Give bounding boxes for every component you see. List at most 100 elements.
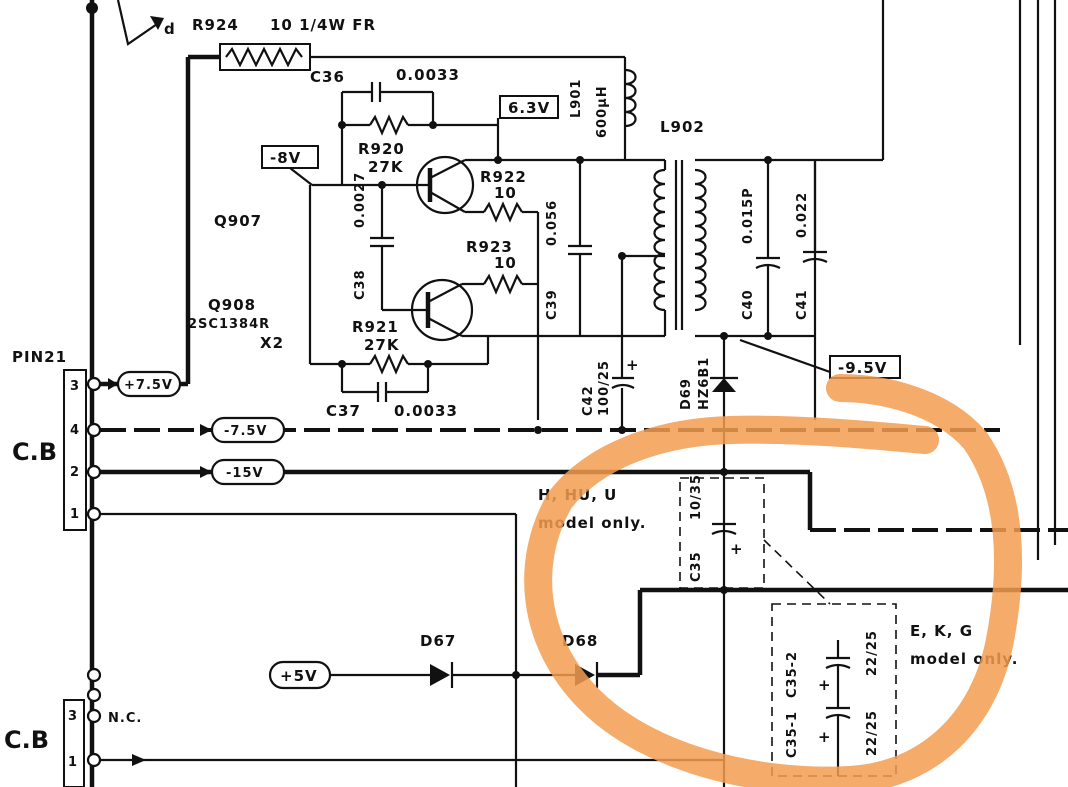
v6p3-box (499, 95, 559, 119)
l901-value: 600µH (595, 85, 610, 138)
r920-resistor (369, 114, 409, 136)
pin-terminal (86, 464, 102, 480)
junction (618, 426, 626, 434)
pin-label: 2 (70, 465, 80, 480)
c35-value: 10/35 (689, 474, 704, 520)
m15v-label: -15V (226, 466, 264, 481)
c35-12-box (771, 603, 897, 777)
l901-ref: L901 (569, 79, 584, 118)
c35-1-value: 22/25 (865, 710, 880, 756)
l901-coil (624, 68, 637, 128)
r920-ref: R920 (358, 140, 405, 158)
pin-terminal (86, 667, 102, 683)
r924-zigzag (225, 46, 303, 68)
q908-qty: X2 (260, 334, 284, 352)
p7v5-label: +7.5V (124, 378, 173, 393)
junction (512, 671, 520, 679)
arrow (200, 424, 212, 436)
c42-value: 100/25 (597, 360, 612, 416)
pin-label: 4 (70, 423, 80, 438)
r924-value: 10 1/4W FR (270, 16, 376, 34)
connector-title: PIN21 (12, 348, 67, 366)
pin-label: 1 (68, 755, 78, 770)
c40-value: 0.015P (741, 187, 756, 244)
r923-resistor (483, 273, 523, 295)
p5v-label: +5V (280, 667, 318, 685)
highlight-ring (524, 374, 1022, 787)
c37-value: 0.0033 (394, 402, 458, 420)
c35-2-ref: C35-2 (785, 651, 800, 698)
v6p3-label: 6.3V (508, 99, 550, 117)
c35-2-plus: + (818, 676, 832, 694)
pin-label: 1 (70, 507, 80, 522)
l902-secondary (694, 168, 707, 312)
c38-ref: C38 (353, 269, 368, 300)
d69-ref: D69 (679, 378, 694, 410)
pin-terminal (86, 422, 102, 438)
pin-terminal (86, 506, 102, 522)
r922-resistor (483, 201, 523, 223)
c35-1-plus: + (818, 728, 832, 746)
d-label: d (164, 20, 176, 38)
connector-body (63, 369, 87, 531)
junction (720, 468, 728, 476)
nc-label: N.C. (108, 711, 142, 726)
pin-label: 3 (70, 379, 80, 394)
pin-terminal (86, 708, 102, 724)
c35-box (679, 477, 765, 589)
c42-plate (611, 383, 635, 389)
c41-value: 0.022 (795, 192, 810, 238)
q907-label: Q907 (214, 212, 262, 230)
c35-plate (711, 529, 737, 535)
pin-label: 3 (68, 709, 78, 724)
c35-2-value: 22/25 (865, 630, 880, 676)
q908-part: 2SC1384R (188, 317, 270, 332)
q907-collector (429, 159, 466, 179)
wire (739, 338, 831, 374)
c42-plus: + (626, 356, 640, 374)
m7v5-label: -7.5V (224, 424, 268, 439)
pin-terminal (86, 752, 102, 768)
q908-collector (427, 283, 463, 303)
r924-ref: R924 (192, 16, 239, 34)
connector-bottom-body (63, 699, 85, 787)
r921-ref: R921 (352, 318, 399, 336)
d69-part: HZ6B1 (697, 357, 712, 410)
r920-value: 27K (368, 158, 404, 176)
connector-bottom-label: C.B (4, 726, 49, 754)
p5v-pill (268, 660, 332, 690)
l902-primary (653, 168, 666, 312)
arrow (200, 466, 212, 478)
r922-ref: R922 (480, 168, 527, 186)
c35-ref: C35 (689, 551, 704, 582)
c38-value: 0.0027 (353, 172, 368, 228)
m9v5-label: -9.5V (838, 359, 887, 377)
bus-junction (86, 2, 98, 14)
c39-ref: C39 (545, 289, 560, 320)
c41-ref: C41 (795, 289, 810, 320)
junction (429, 121, 437, 129)
arrow (108, 378, 118, 390)
c40-ref: C40 (741, 289, 756, 320)
c41-plate (802, 257, 828, 263)
d69-diode (712, 378, 736, 392)
c35-plus: + (730, 540, 744, 558)
wire (763, 539, 831, 605)
m8v-label: -8V (270, 149, 301, 167)
c36-value: 0.0033 (396, 66, 460, 84)
c35-2-plate (825, 663, 851, 669)
r921-resistor (369, 353, 409, 375)
d67-label: D67 (420, 632, 456, 650)
connector-group-label: C.B (12, 438, 57, 466)
c35-1-ref: C35-1 (785, 711, 800, 758)
d-arrow-head (150, 16, 164, 30)
r922-value: 10 (494, 184, 517, 202)
note-e-models: E, K, G (910, 622, 973, 640)
q908-label: Q908 (208, 296, 256, 314)
r923-value: 10 (494, 254, 517, 272)
c36-ref: C36 (310, 68, 345, 86)
q908-emitter (427, 317, 463, 337)
arrow (132, 754, 146, 766)
d67-diode (430, 664, 450, 686)
d68-label: D68 (562, 632, 598, 650)
